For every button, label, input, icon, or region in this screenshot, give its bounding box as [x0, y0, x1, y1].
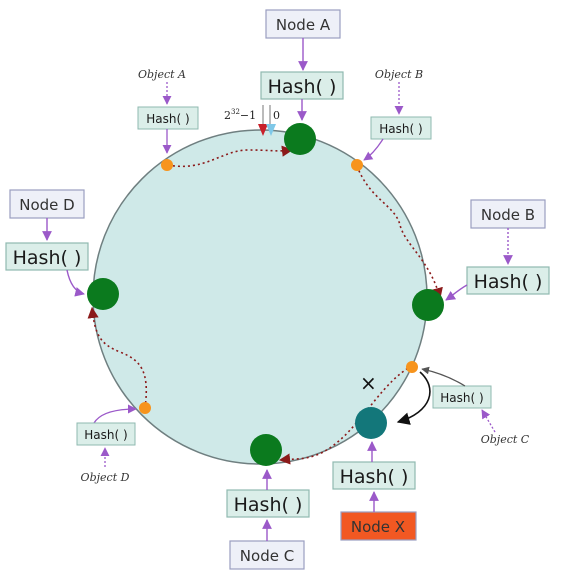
node-c-ring-point — [250, 434, 282, 466]
object-c-hash-box — [432, 385, 492, 409]
zero-pointer — [266, 124, 276, 136]
node-b-hash-label: Hash( ) — [474, 271, 543, 293]
object-b-group: Object B Hash( ) — [351, 68, 432, 171]
object-c-ring-point — [406, 361, 418, 373]
node-d-group: Node D Hash( ) — [5, 189, 119, 310]
node-d-hash-label: Hash( ) — [13, 247, 82, 269]
max-base: 2 — [224, 109, 231, 122]
max-hash-label: 232−1 — [224, 108, 256, 122]
object-b-hash-label: Hash( ) — [379, 122, 422, 136]
node-x-hash-label: Hash( ) — [340, 466, 409, 488]
path-object-d-to-node-d — [87, 306, 147, 409]
ring-origin-marks: 232−1 0 — [224, 105, 280, 136]
path-object-a-to-node-a — [167, 145, 294, 168]
object-d-hash-box — [76, 422, 136, 446]
path-object-c-to-node-c — [278, 365, 413, 465]
node-x-ring-point — [355, 407, 387, 439]
zero-label: 0 — [273, 109, 280, 122]
removed-path-cross: × — [360, 371, 377, 395]
object-c-group: Hash( ) Object C — [406, 361, 530, 446]
object-b-ring-point — [351, 159, 363, 171]
object-a-hash-label: Hash( ) — [146, 112, 189, 126]
object-c-hash-label: Hash( ) — [440, 391, 483, 405]
node-b-label: Node B — [481, 206, 535, 224]
object-b-hash-box — [370, 116, 432, 140]
max-exponent: 32 — [231, 108, 240, 116]
max-hash-pointer — [258, 124, 268, 136]
object-b-label: Object B — [375, 68, 423, 81]
node-a-ring-point — [284, 123, 316, 155]
object-d-hash-label: Hash( ) — [84, 428, 127, 442]
node-d-hash-box — [5, 242, 89, 271]
object-a-ring-point — [161, 159, 173, 171]
node-a-box — [265, 9, 341, 39]
node-c-group: Node C Hash( ) — [226, 434, 310, 570]
node-x-box — [340, 511, 417, 541]
node-b-box — [470, 199, 546, 229]
object-c-label: Object C — [481, 433, 530, 446]
object-a-label: Object A — [138, 68, 186, 81]
node-x-label: Node X — [351, 518, 405, 536]
node-x-group: Node X Hash( ) — [332, 407, 417, 541]
node-d-label: Node D — [19, 196, 74, 214]
node-d-box — [9, 189, 85, 219]
node-b-group: Node B Hash( ) — [412, 199, 550, 321]
node-c-label: Node C — [240, 547, 294, 565]
node-a-hash-label: Hash( ) — [268, 76, 337, 98]
max-suffix: −1 — [240, 109, 256, 122]
node-b-ring-point — [412, 289, 444, 321]
node-c-hash-label: Hash( ) — [234, 494, 303, 516]
object-to-node-paths — [87, 145, 443, 465]
object-d-group: Hash( ) Object D — [76, 402, 151, 484]
path-object-b-to-node-b — [356, 165, 443, 300]
node-c-box — [229, 540, 305, 570]
node-a-group: Node A Hash( ) — [260, 9, 344, 155]
object-a-group: Object A Hash( ) — [137, 68, 199, 171]
node-a-label: Node A — [276, 16, 331, 34]
node-d-ring-point — [87, 278, 119, 310]
object-d-ring-point — [139, 402, 151, 414]
remap-arrow-object-c-to-node-x — [396, 371, 431, 425]
object-d-label: Object D — [81, 471, 130, 484]
node-b-hash-box — [466, 266, 550, 295]
object-a-hash-box — [137, 106, 199, 130]
node-c-hash-box — [226, 489, 310, 518]
node-x-hash-box — [332, 461, 416, 490]
